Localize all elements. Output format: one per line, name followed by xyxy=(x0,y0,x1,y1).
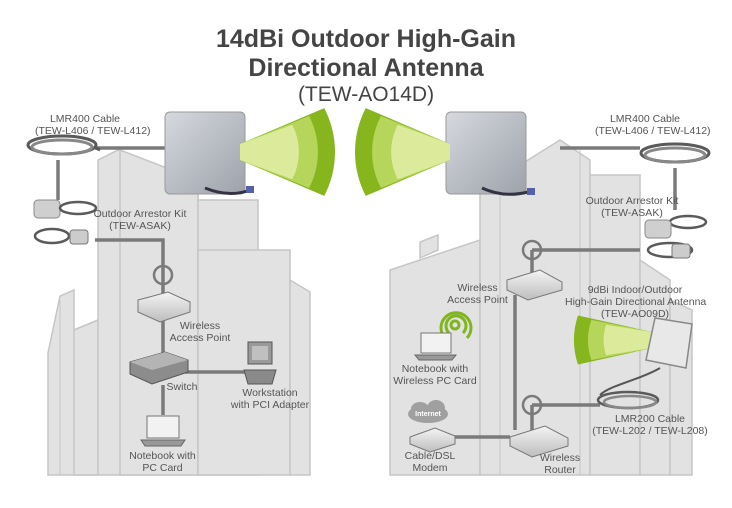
lmr400-cable-right xyxy=(639,142,711,164)
label-access-point-right: Wireless Access Point xyxy=(440,282,515,306)
beam-left-band-3 xyxy=(240,124,299,180)
label-internet: Internet xyxy=(415,411,441,418)
antenna-panel-left xyxy=(164,111,254,196)
title-line-1: 14dBi Outdoor High-Gain xyxy=(216,25,516,53)
label-arrestor-left-name: Outdoor Arrestor Kit xyxy=(93,208,187,220)
arrestor-kit-right xyxy=(644,214,708,259)
label-lmr400-left-name: LMR400 Cable xyxy=(49,113,121,125)
label-lmr200-name: LMR200 Cable xyxy=(614,413,686,425)
arrestor-kit-left xyxy=(33,199,98,245)
modem xyxy=(409,427,456,453)
label-notebook-left-line2: PC Card xyxy=(142,462,183,474)
notebook-right xyxy=(413,332,458,361)
label-ap-left-line1: Wireless xyxy=(179,320,221,332)
label-notebook-left-line1: Notebook with xyxy=(129,450,196,462)
label-lmr400-left-model: (TEW-L406 / TEW-L412) xyxy=(35,125,151,137)
label-indoor-antenna-line1: 9dBi Indoor/Outdoor xyxy=(587,284,683,296)
label-notebook-right-line2: Wireless PC Card xyxy=(393,375,477,387)
indoor-antenna xyxy=(599,317,693,396)
label-workstation: Workstation with PCI Adapter xyxy=(225,387,315,411)
label-router-line1: Wireless xyxy=(539,452,581,464)
label-lmr200: LMR200 Cable (TEW-L202 / TEW-L208) xyxy=(590,413,710,437)
lmr200-cable xyxy=(596,390,660,410)
label-arrestor-right: Outdoor Arrestor Kit (TEW-ASAK) xyxy=(582,195,682,219)
label-arrestor-left-model: (TEW-ASAK) xyxy=(109,220,171,232)
label-router-line2: Router xyxy=(544,464,576,476)
label-router: Wireless Router xyxy=(530,452,590,476)
label-switch: Switch xyxy=(166,381,198,393)
beam-indoor-band-3 xyxy=(603,324,652,356)
switch-left xyxy=(129,351,189,385)
label-workstation-line2: with PCI Adapter xyxy=(230,399,310,411)
label-modem-line1: Cable/DSL xyxy=(404,450,456,462)
lmr400-cable-left xyxy=(26,134,101,156)
label-modem: Cable/DSL Modem xyxy=(400,450,460,474)
label-lmr400-right: LMR400 Cable (TEW-L406 / TEW-L412) xyxy=(595,113,711,137)
ground-rings xyxy=(152,239,543,416)
notebook-left xyxy=(140,415,186,447)
label-notebook-right: Notebook with Wireless PC Card xyxy=(390,363,480,387)
label-lmr400-left: LMR400 Cable (TEW-L406 / TEW-L412) xyxy=(35,113,151,137)
internet-cloud-icon xyxy=(408,400,448,423)
access-point-right xyxy=(506,269,563,301)
label-indoor-antenna-line3: (TEW-AO09D) xyxy=(600,308,670,320)
label-ap-right-line2: Access Point xyxy=(447,294,508,306)
label-lmr400-right-model: (TEW-L406 / TEW-L412) xyxy=(595,125,711,137)
title-line-2: Directional Antenna xyxy=(248,54,484,82)
label-indoor-antenna: 9dBi Indoor/Outdoor High-Gain Directiona… xyxy=(565,284,707,320)
title-model: (TEW-AO14D) xyxy=(297,83,435,106)
label-ap-left-line2: Access Point xyxy=(169,332,231,344)
label-arrestor-left: Outdoor Arrestor Kit (TEW-ASAK) xyxy=(90,208,190,232)
workstation-left xyxy=(243,341,277,385)
label-modem-line2: Modem xyxy=(412,462,448,474)
label-arrestor-right-model: (TEW-ASAK) xyxy=(601,207,663,219)
label-notebook-left: Notebook with PC Card xyxy=(125,450,200,474)
label-arrestor-right-name: Outdoor Arrestor Kit xyxy=(585,195,679,207)
beam-right-band-3 xyxy=(391,124,450,180)
signal-beam-right xyxy=(355,108,450,196)
label-ap-right-line1: Wireless xyxy=(457,282,498,294)
label-workstation-line1: Workstation xyxy=(242,387,298,399)
label-lmr400-right-name: LMR400 Cable xyxy=(609,113,681,125)
label-lmr200-model: (TEW-L202 / TEW-L208) xyxy=(592,425,708,437)
access-point-left xyxy=(137,291,191,323)
wireless-router xyxy=(509,425,569,458)
label-notebook-right-line1: Notebook with xyxy=(401,363,469,375)
wireless-signal-icon xyxy=(439,311,473,340)
signal-beam-left xyxy=(240,108,336,196)
label-access-point-left: Wireless Access Point xyxy=(165,320,235,344)
antenna-panel-right xyxy=(445,111,535,196)
label-indoor-antenna-line2: High-Gain Directional Antenna xyxy=(565,296,707,308)
signal-beam-indoor xyxy=(574,315,652,365)
cabling xyxy=(56,146,677,439)
